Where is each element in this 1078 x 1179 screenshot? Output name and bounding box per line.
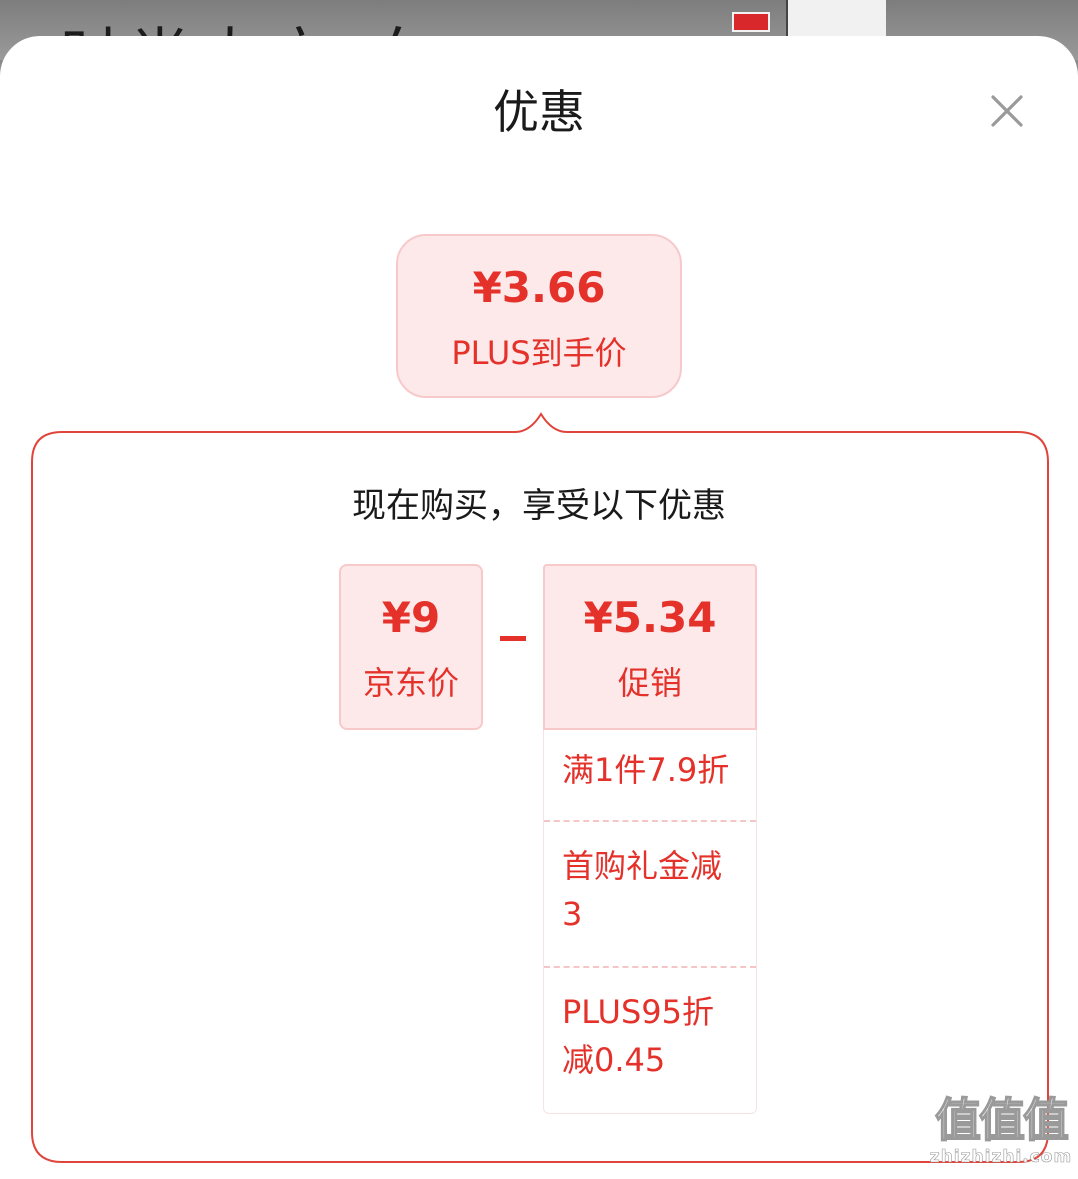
promotion-amount: ¥5.34 <box>583 593 717 642</box>
sheet-title: 优惠 <box>493 85 585 139</box>
jd-price-box: ¥9 京东价 <box>339 564 483 730</box>
background-badge <box>732 12 770 32</box>
promo-item-first-purchase: 首购礼金减3 <box>562 847 723 933</box>
promotion-breakdown-list: 满1件7.9折 首购礼金减3 PLUS95折减0.45 <box>543 730 757 1114</box>
jd-price-amount: ¥9 <box>381 593 441 642</box>
site-watermark: 值值值 zhizhizhi.com <box>928 1093 1074 1176</box>
promo-item-discount-rate: 满1件7.9折 <box>562 751 730 789</box>
discount-sheet: 优惠 ¥3.66 PLUS到手价 现在购买，享受以下优惠 ¥9 京东价 ¥5.3… <box>0 36 1078 1179</box>
plus-final-price-pill: ¥3.66 PLUS到手价 <box>396 234 682 398</box>
detail-panel-outline <box>31 412 1049 1163</box>
promotion-label: 促销 <box>617 664 682 702</box>
promotion-box: ¥5.34 促销 <box>543 564 757 730</box>
promo-divider <box>544 966 756 968</box>
close-button[interactable] <box>984 88 1030 134</box>
final-price-label: PLUS到手价 <box>451 334 627 372</box>
promo-item-plus-discount: PLUS95折减0.45 <box>562 993 714 1079</box>
close-icon <box>991 95 1023 127</box>
final-price-amount: ¥3.66 <box>472 263 606 312</box>
watermark-url: zhizhizhi.com <box>929 1147 1073 1168</box>
promo-divider <box>544 820 756 822</box>
jd-price-label: 京东价 <box>362 664 459 702</box>
detail-heading: 现在购买，享受以下优惠 <box>352 486 726 526</box>
minus-operator <box>500 636 526 641</box>
watermark-logo: 值值值 <box>934 1093 1070 1147</box>
